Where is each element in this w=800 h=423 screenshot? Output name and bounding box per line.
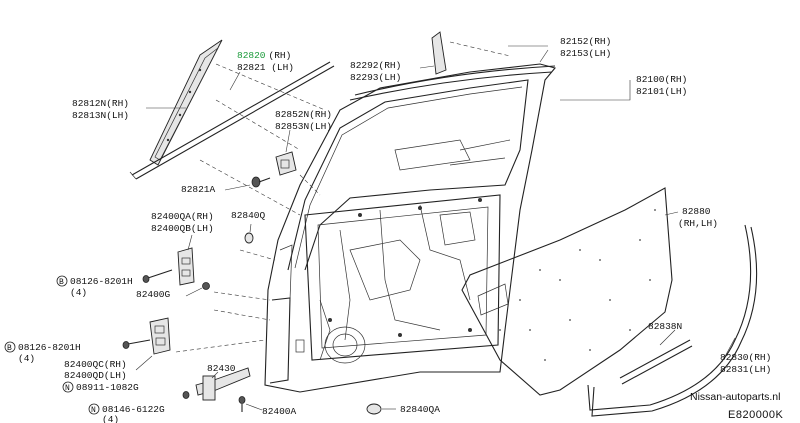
svg-text:N: N xyxy=(65,384,70,393)
label-82840qa: 82840QA xyxy=(400,404,440,415)
weatherstrip-82820 xyxy=(129,61,335,180)
label-82853n: 82853N(LH) xyxy=(275,121,332,132)
label-82813n: 82813N(LH) xyxy=(72,110,129,121)
screw-82821a xyxy=(251,176,271,188)
sash-molding-82152 xyxy=(349,65,556,101)
label-08126-upper-qty: (4) xyxy=(70,287,87,298)
label-82400qa: 82400QA(RH) xyxy=(151,211,214,222)
label-82400g: 82400G xyxy=(136,289,171,300)
sealing-screen-82880 xyxy=(461,187,673,396)
label-08126-lower-qty: (4) xyxy=(18,353,35,364)
label-82400qb: 82400QB(LH) xyxy=(151,223,214,234)
label-82400qd: 82400QD(LH) xyxy=(64,370,127,381)
label-82430: 82430 xyxy=(207,363,236,374)
callout-labels: 82820(RH) 82821 (LH) 82812N(RH) 82813N(L… xyxy=(4,36,771,423)
label-82852n: 82852N(RH) xyxy=(275,109,332,120)
svg-text:B: B xyxy=(7,344,12,353)
label-08146-qty: (4) xyxy=(102,414,119,423)
label-82831: 82831(LH) xyxy=(720,364,771,375)
label-82880: 82880 xyxy=(682,206,711,217)
weatherstrip-82830 xyxy=(587,224,758,417)
moulding-82838n xyxy=(619,339,693,385)
rear-door-82100 xyxy=(264,63,556,393)
label-08126-upper: 08126-8201H xyxy=(70,276,133,287)
door-check-82430 xyxy=(182,367,251,412)
label-82400a: 82400A xyxy=(262,406,297,417)
svg-text:N: N xyxy=(91,406,96,415)
label-82840q: 82840Q xyxy=(231,210,266,221)
label-08126-lower: 08126-8201H xyxy=(18,342,81,353)
label-82153: 82153(LH) xyxy=(560,48,611,59)
bolt-08126-upper xyxy=(142,269,173,283)
label-82821a: 82821A xyxy=(181,184,216,195)
label-82400qc: 82400QC(RH) xyxy=(64,359,127,370)
label-82838n: 82838N xyxy=(648,321,682,332)
label-82821: 82821 (LH) xyxy=(237,62,294,73)
plug-82840qa xyxy=(366,403,382,415)
figure-code: E820000K xyxy=(728,409,784,421)
reference-lines xyxy=(175,41,511,353)
label-82152: 82152(RH) xyxy=(560,36,611,47)
circled-n-upper: N xyxy=(62,381,74,393)
sash-trim-82812n xyxy=(149,39,223,166)
svg-text:B: B xyxy=(59,278,64,287)
bracket-82852n xyxy=(275,151,297,176)
label-82293: 82293(LH) xyxy=(350,72,401,83)
leader-lines xyxy=(135,45,736,411)
label-82812n: 82812N(RH) xyxy=(72,98,129,109)
label-82830: 82830(RH) xyxy=(720,352,771,363)
circled-n-lower: N xyxy=(88,403,100,415)
label-82100: 82100(RH) xyxy=(636,74,687,85)
hinge-lower-82400qc xyxy=(122,317,171,355)
label-82880-sub: (RH,LH) xyxy=(678,218,718,229)
circled-b-lower: B xyxy=(4,341,16,353)
label-82101: 82101(LH) xyxy=(636,86,687,97)
label-08911: 08911-1082G xyxy=(76,382,139,393)
plug-82840q xyxy=(244,232,254,244)
circled-b-upper: B xyxy=(56,275,68,287)
garnish-82292 xyxy=(431,31,447,75)
label-08146: 08146-6122G xyxy=(102,404,165,415)
hinge-upper-82400qa xyxy=(177,247,210,290)
label-82292: 82292(RH) xyxy=(350,60,401,71)
website-caption: Nissan-autoparts.nl xyxy=(690,391,780,403)
label-82820: 82820(RH) xyxy=(237,50,291,61)
